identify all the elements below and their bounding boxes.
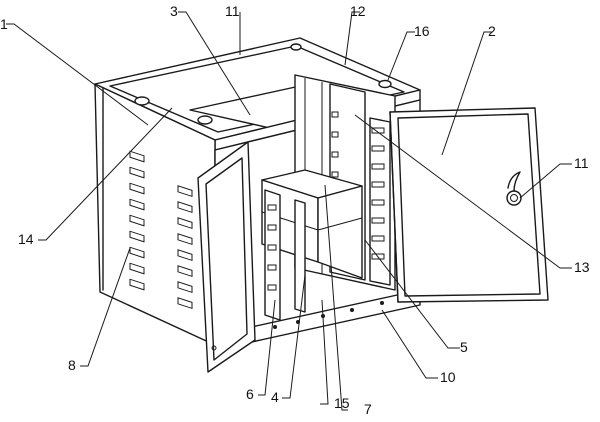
label-5: 5 bbox=[460, 339, 468, 355]
right-door bbox=[389, 107, 549, 303]
lock-icon bbox=[506, 190, 522, 206]
label-13: 13 bbox=[574, 259, 590, 275]
label-6: 6 bbox=[246, 386, 254, 402]
label-11-lock: 11 bbox=[574, 155, 589, 171]
label-3: 3 bbox=[170, 3, 178, 19]
left-inner-post bbox=[264, 189, 306, 321]
leader-lines bbox=[6, 11, 572, 411]
vent-slots-left-column bbox=[129, 150, 145, 291]
label-8: 8 bbox=[68, 357, 76, 373]
left-door bbox=[197, 141, 256, 373]
label-7: 7 bbox=[364, 401, 372, 417]
label-12: 12 bbox=[350, 3, 366, 19]
label-4: 4 bbox=[271, 389, 279, 405]
label-10: 10 bbox=[440, 369, 456, 385]
frame-holes bbox=[134, 43, 392, 125]
label-16: 16 bbox=[414, 23, 430, 39]
vent-slots-right-column bbox=[177, 185, 193, 310]
label-15: 15 bbox=[334, 395, 350, 411]
reference-numerals: 1 3 11 12 16 2 11 13 5 10 7 15 4 6 8 14 bbox=[0, 3, 590, 417]
label-11-top: 11 bbox=[225, 3, 240, 19]
label-14: 14 bbox=[18, 231, 34, 247]
label-1: 1 bbox=[0, 16, 8, 32]
label-2: 2 bbox=[488, 23, 496, 39]
